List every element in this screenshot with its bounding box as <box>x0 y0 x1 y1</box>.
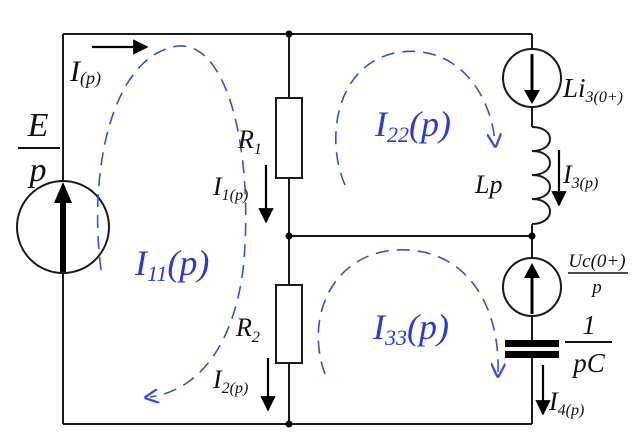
current-source-li <box>502 48 562 108</box>
label-r1: R1 <box>237 125 262 158</box>
inductor-coil <box>531 126 551 225</box>
voltage-source-uc <box>502 257 562 317</box>
label-i3: I3(p) <box>562 160 598 192</box>
source-label-num: E <box>27 107 49 144</box>
label-r2: R2 <box>235 313 260 346</box>
junction-dot <box>285 232 293 240</box>
source-label-den: p <box>28 152 47 189</box>
loop-path-i11 <box>96 45 247 397</box>
junction-dot <box>528 232 536 240</box>
label-cap-num: 1 <box>582 310 596 340</box>
capacitor <box>505 340 559 358</box>
label-li-source: Li3(0+) <box>562 73 623 106</box>
junctions <box>285 30 536 428</box>
label-i4: I4(p) <box>548 387 584 419</box>
label-cap-den: pC <box>571 348 606 378</box>
junction-dot <box>285 420 293 428</box>
loop-label-i22: I22(p) <box>374 104 451 147</box>
loop-label-i33: I33(p) <box>372 307 449 350</box>
loop-path-i22 <box>334 50 495 186</box>
loop-label-i11: I11(p) <box>134 243 209 286</box>
label-uc-den: p <box>590 277 602 298</box>
label-i-main: I(p) <box>69 55 101 89</box>
current-arrows <box>92 39 567 416</box>
resistor-r2 <box>275 284 303 364</box>
label-inductor: Lp <box>474 170 502 199</box>
wires <box>62 33 533 425</box>
loop-path-i33 <box>317 249 498 374</box>
label-uc-num: Uc(0+) <box>568 251 625 272</box>
emf-source <box>16 180 110 274</box>
resistor-r1 <box>275 97 303 179</box>
label-i1: I1(p) <box>212 172 248 204</box>
junction-dot <box>285 30 293 38</box>
label-i2: I2(p) <box>212 365 248 397</box>
